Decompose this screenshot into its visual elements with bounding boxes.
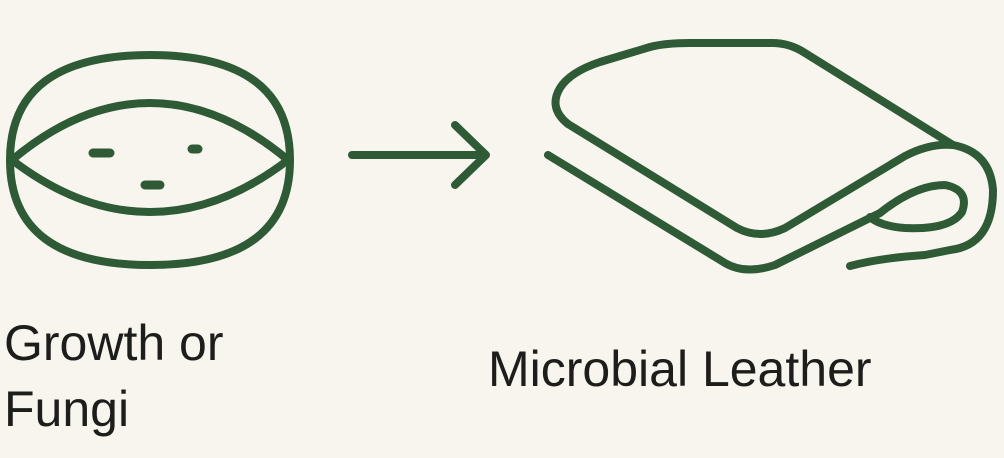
label-line: Growth or <box>4 315 224 371</box>
step-label-growth-or-fungi: Growth or Fungi <box>4 310 224 442</box>
petri-dish-icon <box>6 51 294 269</box>
label-line: Fungi <box>4 381 130 437</box>
arrow-right-icon <box>348 121 490 189</box>
step-label-microbial-leather: Microbial Leather <box>488 336 872 402</box>
leather-sheet-icon <box>544 39 997 274</box>
label-line: Microbial Leather <box>488 341 872 397</box>
